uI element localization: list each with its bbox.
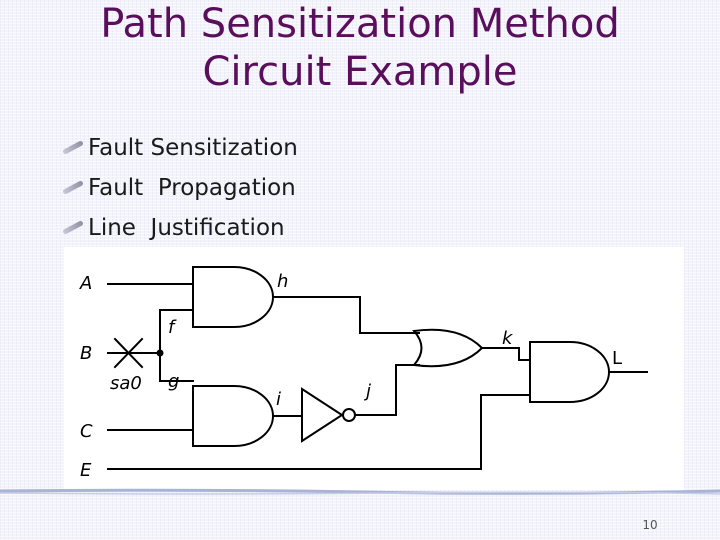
fault-x-mark-2 — [113, 337, 144, 369]
page-number: 10 — [642, 518, 658, 532]
and-gate-2 — [192, 385, 274, 447]
label-input-a: A — [79, 273, 92, 294]
wire-k — [481, 347, 531, 361]
circuit-diagram: A B C E sa0 f g h i j k L — [79, 266, 648, 481]
bullet-icon — [62, 180, 84, 195]
label-signal-k: k — [502, 328, 514, 349]
bullet-text: Line Justification — [88, 215, 285, 241]
slide-title-line-1: Path Sensitization Method — [100, 1, 620, 47]
footer-rule — [0, 488, 720, 495]
label-output-l: L — [612, 348, 622, 369]
label-input-c: C — [80, 421, 93, 442]
label-input-e: E — [80, 460, 92, 481]
inverter-bubble — [342, 408, 356, 422]
circuit-diagram-panel: A B C E sa0 f g h i j k L — [64, 247, 684, 490]
bullet-icon — [62, 220, 84, 235]
slide-title: Path Sensitization Method Circuit Exampl… — [0, 0, 720, 96]
wire-h — [272, 296, 420, 334]
bullet-list: Fault Sensitization Fault Propagation Li… — [60, 130, 298, 250]
bullet-text: Fault Propagation — [88, 175, 296, 201]
or-gate — [412, 328, 484, 368]
and-gate-1 — [192, 266, 274, 328]
bullet-item: Fault Sensitization — [60, 130, 298, 170]
bullet-item: Fault Propagation — [60, 170, 298, 210]
fanout-junction-dot — [156, 349, 164, 357]
bullet-icon — [62, 140, 84, 155]
wire-e — [107, 394, 531, 470]
label-input-b: B — [80, 343, 92, 364]
and-gate-3 — [529, 341, 610, 403]
label-signal-i: i — [276, 389, 281, 410]
label-signal-j: j — [363, 381, 371, 402]
slide-title-line-2: Circuit Example — [202, 49, 518, 95]
label-signal-f: f — [168, 317, 177, 338]
bullet-text: Fault Sensitization — [88, 135, 298, 161]
not-gate — [301, 387, 344, 443]
label-fault-sa0: sa0 — [110, 373, 142, 394]
wire-j — [354, 364, 420, 416]
label-signal-h: h — [277, 271, 288, 292]
label-signal-g: g — [168, 371, 179, 392]
bullet-item: Line Justification — [60, 210, 298, 250]
